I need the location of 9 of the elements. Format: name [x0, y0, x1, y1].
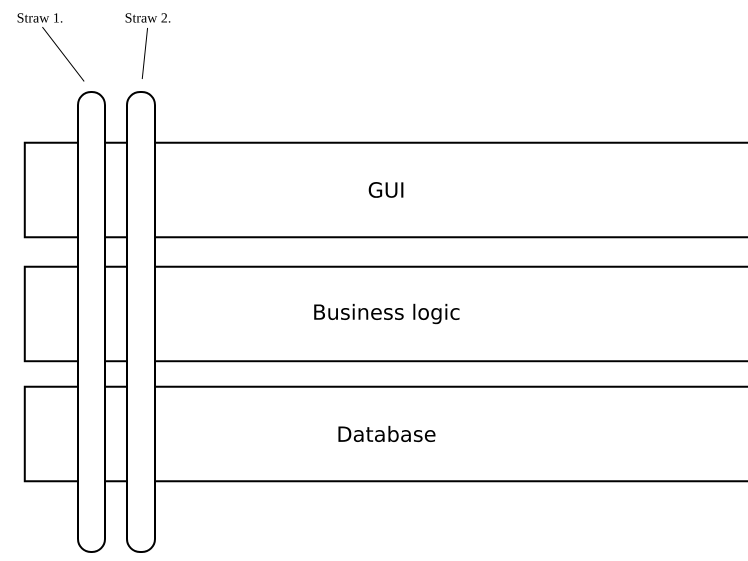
- straw-label: Straw 1.: [18, 13, 62, 23]
- straw-label: Straw 2.: [126, 13, 170, 23]
- layer-box: Database: [24, 386, 748, 482]
- leader-line: [142, 27, 148, 80]
- leader-line: [42, 26, 85, 82]
- straw: [77, 91, 106, 553]
- layer-box: Business logic: [24, 266, 748, 362]
- layer-box: GUI: [24, 142, 748, 238]
- straw: [126, 91, 156, 553]
